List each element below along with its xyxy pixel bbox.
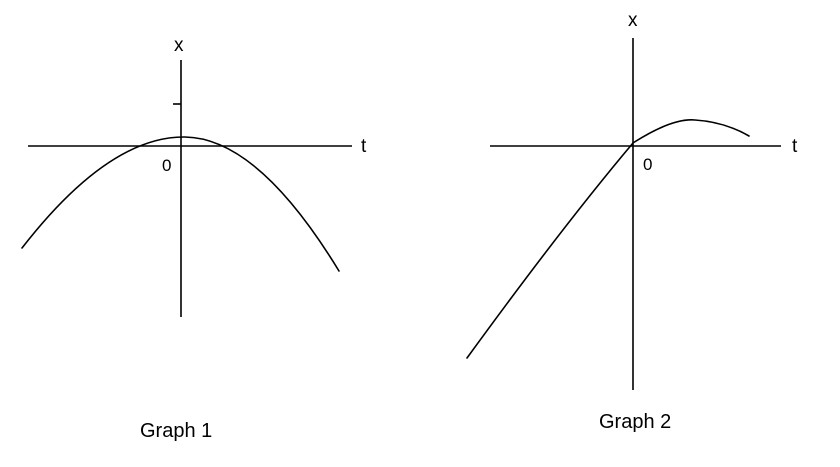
graph-2-t-axis-label: t [792,136,798,157]
graph-1-t-axis-label: t [361,136,367,157]
graph-1-curve [21,136,340,272]
graph-1-caption: Graph 1 [140,420,212,442]
graph-2: x t 0 Graph 2 [466,10,798,433]
graph-2-caption: Graph 2 [599,411,671,433]
graph-2-curve [466,119,750,359]
graph-1: x t 0 Graph 1 [21,35,367,442]
graph-1-x-axis-label: x [174,35,184,56]
graph-2-origin-label: 0 [643,155,652,174]
graph-2-x-axis-label: x [628,10,638,31]
graph-1-origin-label: 0 [162,156,171,175]
